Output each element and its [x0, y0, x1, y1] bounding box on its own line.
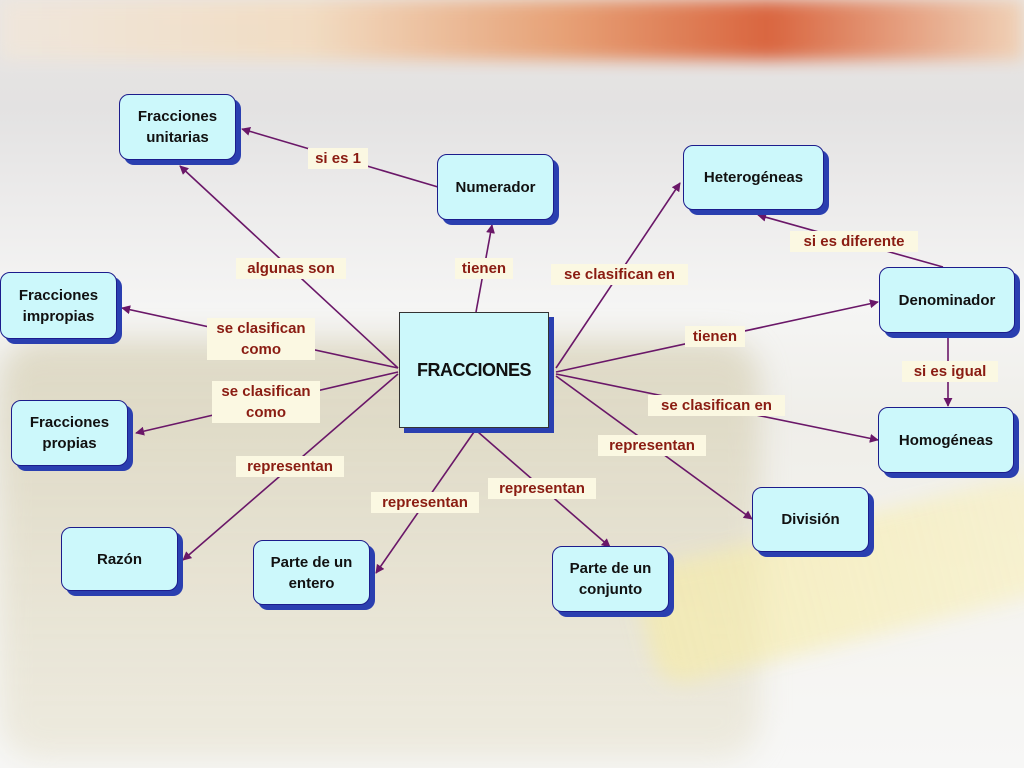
link-label-representan-conjunto: representan [488, 478, 596, 499]
node-fracciones: FRACCIONES [399, 312, 549, 428]
link-label-tienen-denominador: tienen [685, 326, 745, 347]
link-label-si-es-diferente: si es diferente [790, 231, 918, 252]
node-denominador: Denominador [879, 267, 1015, 333]
link-label-se-clasifican-como-propias: se clasifican como [212, 381, 320, 423]
node-numerador: Numerador [437, 154, 554, 220]
node-parte-de-un-entero: Parte de un entero [253, 540, 370, 605]
link-label-se-clasifican-en-heterogeneas: se clasifican en [551, 264, 688, 285]
node-fracciones-propias: Fracciones propias [11, 400, 128, 466]
node-homogeneas: Homogéneas [878, 407, 1014, 473]
node-fracciones-impropias: Fracciones impropias [0, 272, 117, 339]
link-label-representan-division: representan [598, 435, 706, 456]
node-division: División [752, 487, 869, 552]
link-label-se-clasifican-en-homogeneas: se clasifican en [648, 395, 785, 416]
node-fracciones-unitarias: Fracciones unitarias [119, 94, 236, 160]
link-label-si-es-igual: si es igual [902, 361, 998, 382]
link-label-representan-razon: representan [236, 456, 344, 477]
link-label-representan-entero: representan [371, 492, 479, 513]
link-label-tienen-numerador: tienen [455, 258, 513, 279]
link-label-se-clasifican-como-impropias: se clasifican como [207, 318, 315, 360]
node-razon: Razón [61, 527, 178, 591]
link-label-si-es-1: si es 1 [308, 148, 368, 169]
node-heterogeneas: Heterogéneas [683, 145, 824, 210]
link-label-algunas-son: algunas son [236, 258, 346, 279]
node-parte-de-un-conjunto: Parte de un conjunto [552, 546, 669, 612]
